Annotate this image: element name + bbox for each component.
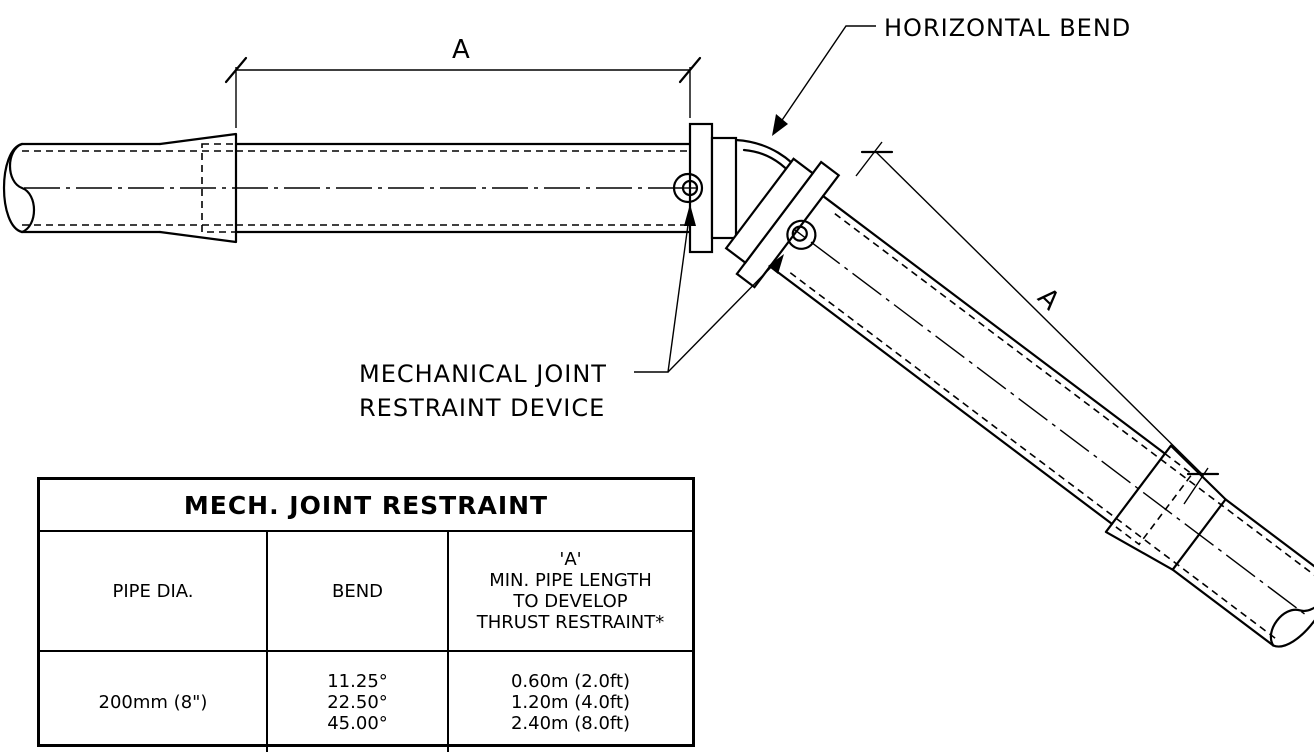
dimension-a-diagonal: A — [855, 141, 1220, 505]
table-header-row: PIPE DIA. BEND 'A' MIN. PIPE LENGTH TO D… — [40, 532, 692, 652]
horizontal-mj-flange — [672, 122, 738, 254]
mechanical-joint-callout: MECHANICAL JOINT RESTRAINT DEVICE — [359, 204, 784, 422]
length-value: 1.20m (4.0ft) — [510, 691, 631, 713]
dimension-a-top: A — [224, 35, 702, 128]
horizontal-pipe — [2, 132, 692, 244]
header-a-line: 'A' — [559, 549, 582, 570]
bend-value: 45.00° — [327, 712, 388, 734]
header-a-line: THRUST RESTRAINT* — [476, 612, 665, 633]
mech-joint-restraint-table: MECH. JOINT RESTRAINT PIPE DIA. BEND 'A'… — [37, 477, 695, 752]
header-a-line: MIN. PIPE LENGTH — [489, 570, 652, 591]
header-pipe-dia: PIPE DIA. — [40, 532, 268, 650]
cell-lengths: 0.60m (2.0ft) 1.20m (4.0ft) 2.40m (8.0ft… — [449, 652, 692, 752]
cell-pipe-dia: 200mm (8") — [40, 652, 268, 752]
cell-bends: 11.25° 22.50° 45.00° — [268, 652, 449, 752]
header-bend: BEND — [268, 532, 449, 650]
diagonal-pipe — [724, 157, 1314, 648]
length-value: 2.40m (8.0ft) — [510, 712, 631, 734]
header-a-line: TO DEVELOP — [513, 591, 628, 612]
dimension-a-top-label: A — [452, 35, 470, 65]
bend-value: 22.50° — [327, 691, 388, 713]
header-min-pipe-length: 'A' MIN. PIPE LENGTH TO DEVELOP THRUST R… — [449, 532, 692, 650]
mech-joint-label-line1: MECHANICAL JOINT — [359, 360, 607, 388]
length-value: 0.60m (2.0ft) — [510, 670, 631, 692]
bend-value: 11.25° — [327, 670, 388, 692]
mech-joint-label-line2: RESTRAINT DEVICE — [359, 394, 605, 422]
horizontal-bend-callout: HORIZONTAL BEND — [772, 14, 1131, 136]
table-row: 200mm (8") 11.25° 22.50° 45.00° 0.60m (2… — [40, 652, 692, 752]
table-title: MECH. JOINT RESTRAINT — [40, 480, 692, 532]
horizontal-bend-label: HORIZONTAL BEND — [884, 14, 1131, 42]
